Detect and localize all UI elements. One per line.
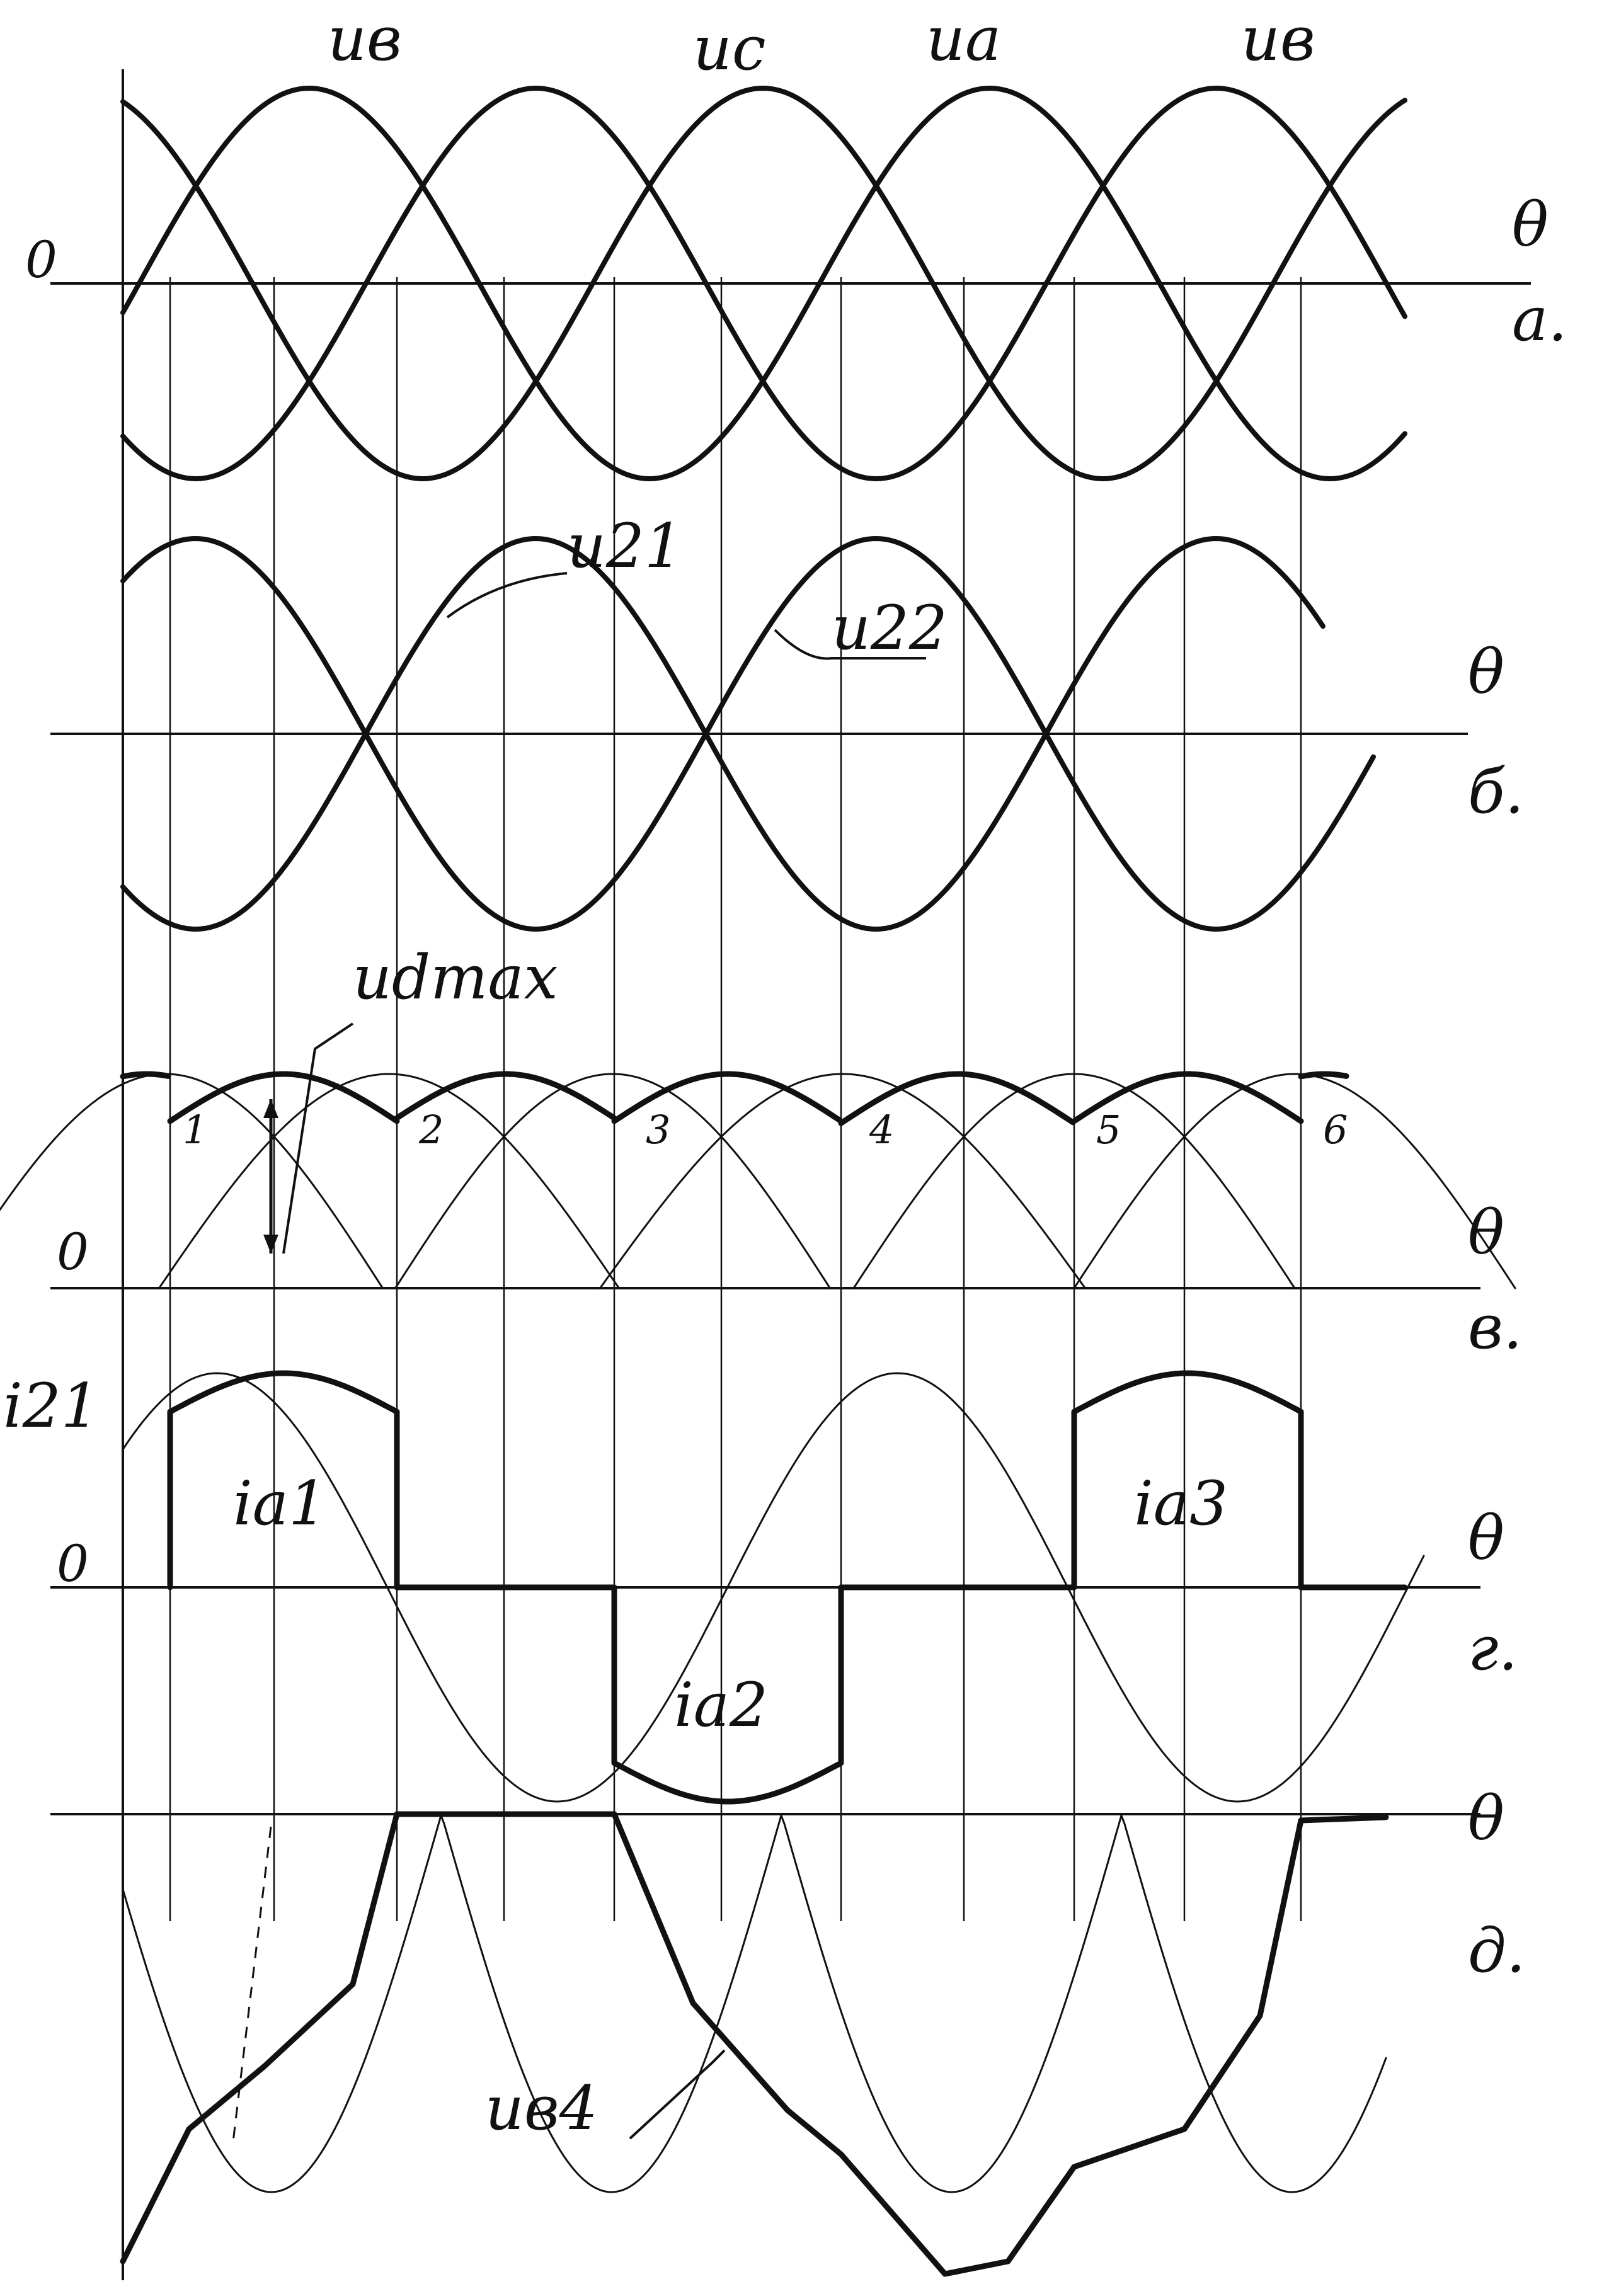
panel-v-axis-label: θ (1468, 1197, 1504, 1268)
panel-d-valve-voltage-ub4 (120, 1811, 1389, 2277)
panel-a-curve-label-2: uс (693, 13, 766, 84)
panel-g-origin: 0 (57, 1534, 89, 1593)
panel-a-phase-wave-3 (120, 86, 1407, 481)
udmax-arrow-head-top (263, 1099, 278, 1118)
panel-v-thin-arch-5 (852, 1073, 1296, 1289)
panel-b-wave-u21 (120, 536, 1376, 932)
panel-b-letter: б. (1468, 757, 1524, 827)
panel-a-origin: 0 (25, 231, 57, 289)
waveforms (0, 86, 1516, 2277)
panel-b-wave-u22 (120, 536, 1326, 932)
panel-g-current-block-ia3 (1071, 1370, 1304, 1591)
panel-v-envelope-segment-4 (611, 1071, 844, 1124)
leader-u21 (446, 572, 568, 619)
panel-d-thin-envelope (122, 1814, 1387, 2193)
panel-v-thin-arch-6 (1073, 1073, 1516, 1289)
panel-g-axis-label: θ (1468, 1503, 1504, 1574)
leader-udmax (282, 1022, 354, 1254)
point-label-3: 3 (646, 1107, 670, 1153)
current-label-ia1: ia1 (233, 1468, 327, 1539)
panel-v-envelope-segment-3 (394, 1071, 617, 1121)
panel-v: 0 θ в. udmax 1 2 3 4 5 6 (57, 942, 1522, 1362)
panel-a-curve-label-1: uв (328, 4, 402, 74)
panel-a-letter: а. (1512, 284, 1567, 355)
point-label-2: 2 (418, 1107, 444, 1153)
reference-lines (50, 69, 1531, 2280)
panel-b-curve-label-u21: u21 (567, 511, 683, 581)
panel-v-envelope-segment-5 (838, 1071, 1076, 1126)
panel-v-thin-arch-2 (158, 1073, 620, 1289)
panel-v-envelope-segment-6 (1071, 1071, 1304, 1124)
current-label-ia3: ia3 (1134, 1468, 1228, 1539)
point-label-5: 5 (1096, 1107, 1121, 1153)
point-label-6: 6 (1323, 1107, 1348, 1153)
panel-a-curve-label-4: uв (1241, 4, 1315, 74)
panel-b-curve-label-u22: u22 (832, 593, 948, 663)
panel-v-origin: 0 (57, 1223, 89, 1281)
panel-d-letter: д. (1468, 1916, 1525, 1986)
panel-g-letter: г. (1468, 1613, 1518, 1684)
panel-v-thin-arch-3 (394, 1073, 831, 1289)
udmax-arrow-head-bottom (263, 1235, 278, 1254)
current-label-ia2: ia2 (674, 1670, 768, 1740)
panel-b-axis-label: θ (1468, 637, 1504, 707)
panel-d: θ д. uв4 (485, 1783, 1525, 2144)
leader-ub4 (629, 2049, 726, 2140)
panel-g-current-block-ia1 (167, 1370, 400, 1591)
panel-a-curve-label-3: uа (926, 4, 1001, 74)
point-label-4: 4 (869, 1107, 894, 1153)
panel-v-letter: в. (1468, 1292, 1522, 1362)
panel-g-current-block-ia2 (611, 1584, 844, 1805)
panel-g-y-label: i21 (3, 1371, 100, 1441)
panel-g-thin-sine (122, 1372, 1425, 1803)
leader-u22 (774, 629, 926, 660)
panel-a: 0 θ а. uв uс uа uв (25, 4, 1567, 355)
panel-b: θ б. u21 u22 (446, 511, 1524, 827)
panel-v-envelope-segment-2 (167, 1071, 400, 1124)
panel-a-phase-wave-2 (120, 86, 1407, 481)
panel-d-axis-label: θ (1468, 1783, 1504, 1854)
panel-a-axis-label: θ (1512, 190, 1549, 260)
panel-g: i21 0 θ г. ia1 ia2 ia3 (3, 1371, 1518, 1740)
panel-d-dashed-guide (232, 1826, 272, 2142)
panel-d-curve-label: uв4 (485, 2073, 598, 2144)
panel-v-max-label: udmax (353, 942, 558, 1013)
panel-v-envelope-segment-1 (120, 1071, 171, 1080)
point-label-1: 1 (183, 1107, 207, 1153)
panel-v-thin-arch-4 (599, 1073, 1086, 1289)
panel-v-envelope-segment-7 (1298, 1071, 1349, 1080)
